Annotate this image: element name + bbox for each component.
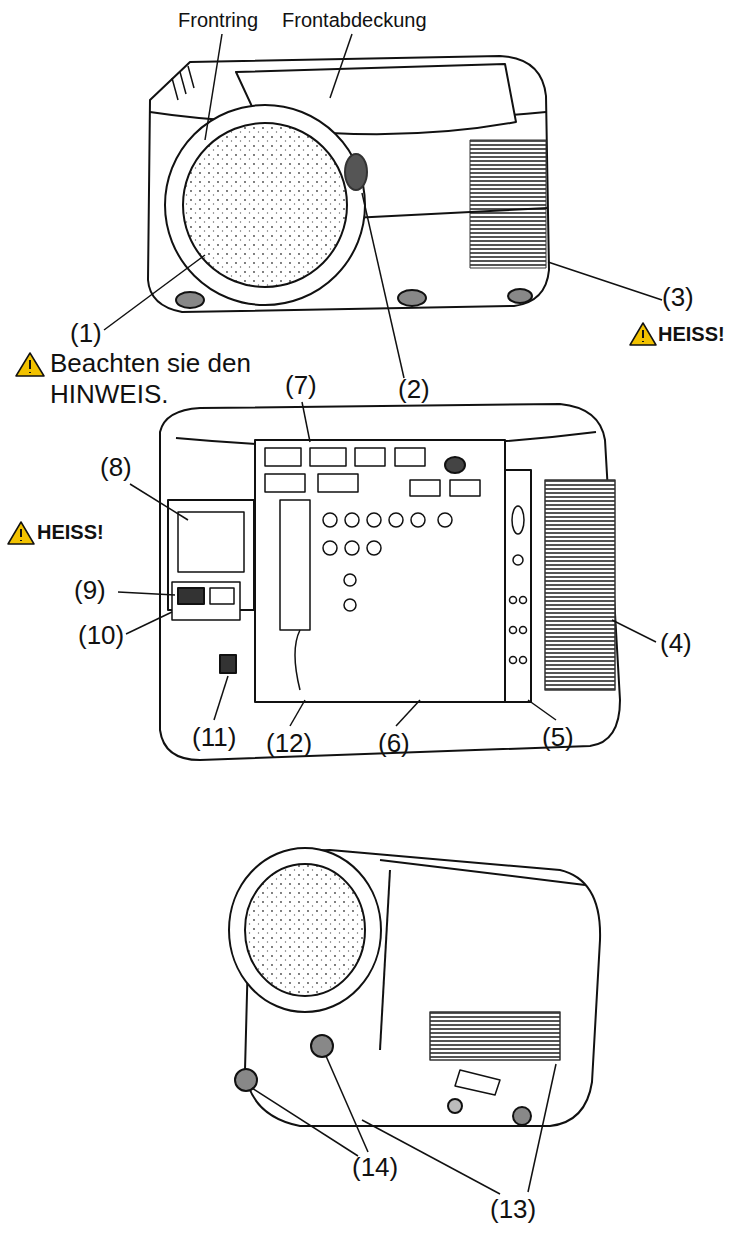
callout-number: (14) (352, 1152, 398, 1183)
callout-number: (3) (662, 282, 694, 313)
callout-number: (9) (74, 575, 106, 606)
callout-number: (1) (70, 318, 102, 349)
callout-number: (7) (285, 370, 317, 401)
warning-text: HEISS! (37, 520, 104, 544)
callout-number: (11) (192, 722, 236, 753)
note-text: Beachten sie den HINWEIS. (50, 348, 300, 410)
part-name: Frontabdeckung (282, 8, 427, 32)
part-name: Frontring (178, 8, 258, 32)
callout-number: (6) (378, 728, 410, 759)
callout-number: (5) (542, 722, 574, 753)
callout-number: (8) (100, 452, 132, 483)
callout-number: (2) (398, 374, 430, 405)
warning-text: HEISS! (658, 322, 725, 346)
callout-number: (13) (490, 1194, 536, 1225)
warning-triangle (8, 323, 656, 544)
callout-number: (4) (660, 628, 692, 659)
callout-number: (12) (266, 728, 312, 759)
callout-number: (10) (78, 620, 124, 651)
